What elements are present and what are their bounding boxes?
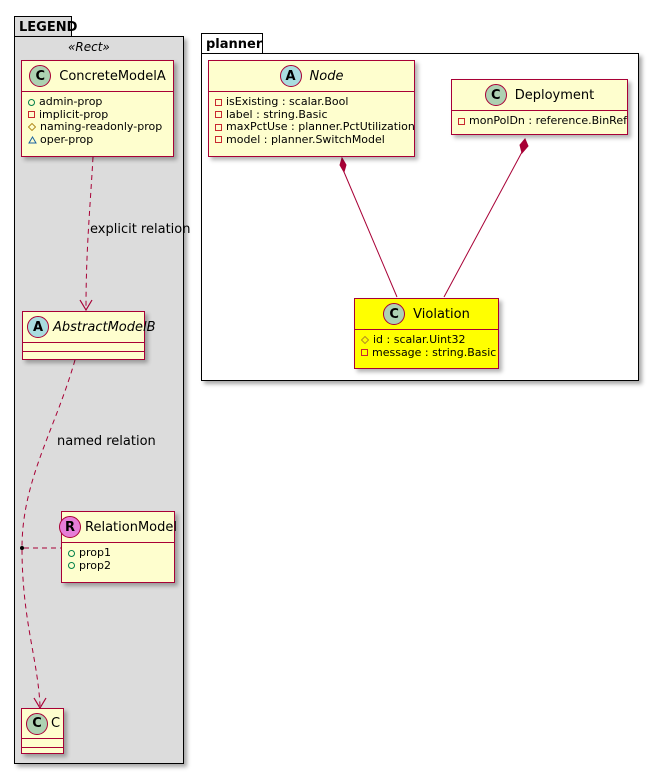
package-visibility-icon <box>28 135 37 144</box>
attribute-text: monPolDn : reference.BinRef <box>469 114 627 127</box>
class-r-icon: R <box>59 516 82 538</box>
private-visibility-icon <box>28 111 35 119</box>
relation-model-class[interactable]: R RelationModel prop1 prop2 <box>59 511 177 583</box>
attribute-row: maxPctUse : planner.PctUtilization <box>215 120 415 134</box>
legend-stereotype: «Rect» <box>68 40 110 54</box>
private-visibility-icon <box>458 117 465 125</box>
attribute-row: label : string.Basic <box>215 107 408 122</box>
named-relation-label: named relation <box>57 434 156 449</box>
planner-package-tab: planner <box>201 33 263 53</box>
class-name: Node <box>309 68 344 84</box>
class-c-icon: C <box>484 84 507 106</box>
attribute-text: id : scalar.Uint32 <box>373 333 466 346</box>
attribute-text: isExisting : scalar.Bool <box>226 95 349 108</box>
attribute-row: oper-prop <box>28 132 167 147</box>
class-name: AbstractModelB <box>53 319 156 335</box>
private-visibility-icon <box>215 98 222 106</box>
private-visibility-icon <box>215 136 222 144</box>
legend-package-title: LEGEND <box>19 20 78 35</box>
attribute-row: monPolDn : reference.BinRef <box>458 114 627 128</box>
attribute-text: prop2 <box>79 558 111 572</box>
planner-package-title: planner <box>206 37 263 52</box>
attribute-row: naming-readonly-prop <box>28 120 167 134</box>
protected-visibility-icon <box>28 123 36 132</box>
concrete-model-a-class[interactable]: C ConcreteModelA admin-prop implicit-pro… <box>21 60 174 157</box>
class-name: Deployment <box>514 87 595 103</box>
public-visibility-icon <box>68 549 75 557</box>
violation-class[interactable]: C Violation id : scalar.Uint32 message :… <box>354 298 499 369</box>
class-a-icon: A <box>27 316 49 338</box>
protected-visibility-icon <box>361 336 369 345</box>
node-class[interactable]: A Node isExisting : scalar.Bool label : … <box>208 60 415 157</box>
attribute-row: model : planner.SwitchModel <box>215 132 408 147</box>
class-c-icon: C <box>29 65 52 87</box>
private-visibility-icon <box>361 349 368 357</box>
class-name: C <box>51 716 61 731</box>
class-c-icon: C <box>383 303 406 325</box>
explicit-relation-label: explicit relation <box>90 222 191 237</box>
c-class[interactable]: C C <box>21 708 64 754</box>
abstract-model-b-class[interactable]: A AbstractModelB <box>22 311 156 360</box>
attribute-text: label : string.Basic <box>226 107 328 121</box>
attribute-row: prop1 <box>68 546 168 560</box>
attribute-text: maxPctUse : planner.PctUtilization <box>226 120 415 133</box>
class-c-icon: C <box>26 712 48 735</box>
class-a-icon: A <box>279 65 302 87</box>
public-visibility-icon <box>68 562 75 570</box>
attribute-text: message : string.Basic <box>372 345 497 359</box>
attribute-row: id : scalar.Uint32 <box>361 333 492 347</box>
attribute-row: implicit-prop <box>28 107 167 122</box>
attribute-text: implicit-prop <box>39 107 109 121</box>
attribute-text: model : planner.SwitchModel <box>226 132 385 146</box>
public-visibility-icon <box>28 98 35 106</box>
attribute-text: admin-prop <box>39 95 103 108</box>
attribute-text: naming-readonly-prop <box>40 120 163 133</box>
private-visibility-icon <box>215 111 222 119</box>
attribute-text: prop1 <box>79 546 111 559</box>
private-visibility-icon <box>215 123 222 131</box>
class-name: Violation <box>413 306 470 322</box>
deployment-class[interactable]: C Deployment monPolDn : reference.BinRef <box>451 79 628 135</box>
class-name: ConcreteModelA <box>59 68 166 84</box>
legend-package-tab: LEGEND <box>14 16 77 36</box>
class-name: RelationModel <box>85 519 177 535</box>
attribute-row: prop2 <box>68 558 168 573</box>
attribute-row: admin-prop <box>28 95 167 109</box>
attribute-row: message : string.Basic <box>361 346 496 360</box>
attribute-text: oper-prop <box>40 132 94 146</box>
attribute-row: isExisting : scalar.Bool <box>215 95 408 109</box>
